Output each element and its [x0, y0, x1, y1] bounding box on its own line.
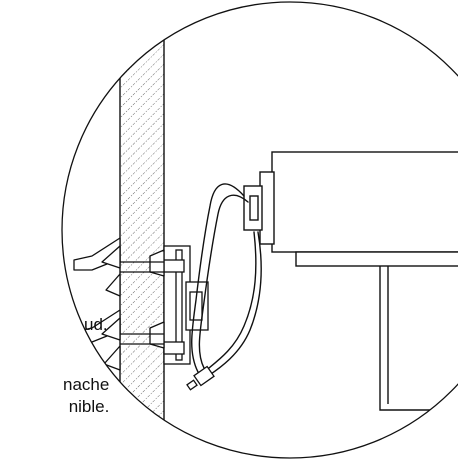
callout-bottom-line1: nache — [63, 375, 110, 394]
callout-fragment-top: ud. — [84, 314, 108, 336]
cables — [191, 183, 262, 377]
upper-wall-anchor — [73, 237, 165, 297]
device-body — [243, 151, 458, 411]
wall-plate — [163, 245, 209, 365]
cable-connector — [186, 365, 215, 391]
detail-circle — [61, 1, 458, 459]
callout-fragment-bottom: nache nible. — [63, 374, 109, 418]
callout-bottom-line2: nible. — [68, 397, 110, 416]
callout-top-text: ud. — [84, 315, 108, 334]
wall-section — [120, 2, 164, 458]
